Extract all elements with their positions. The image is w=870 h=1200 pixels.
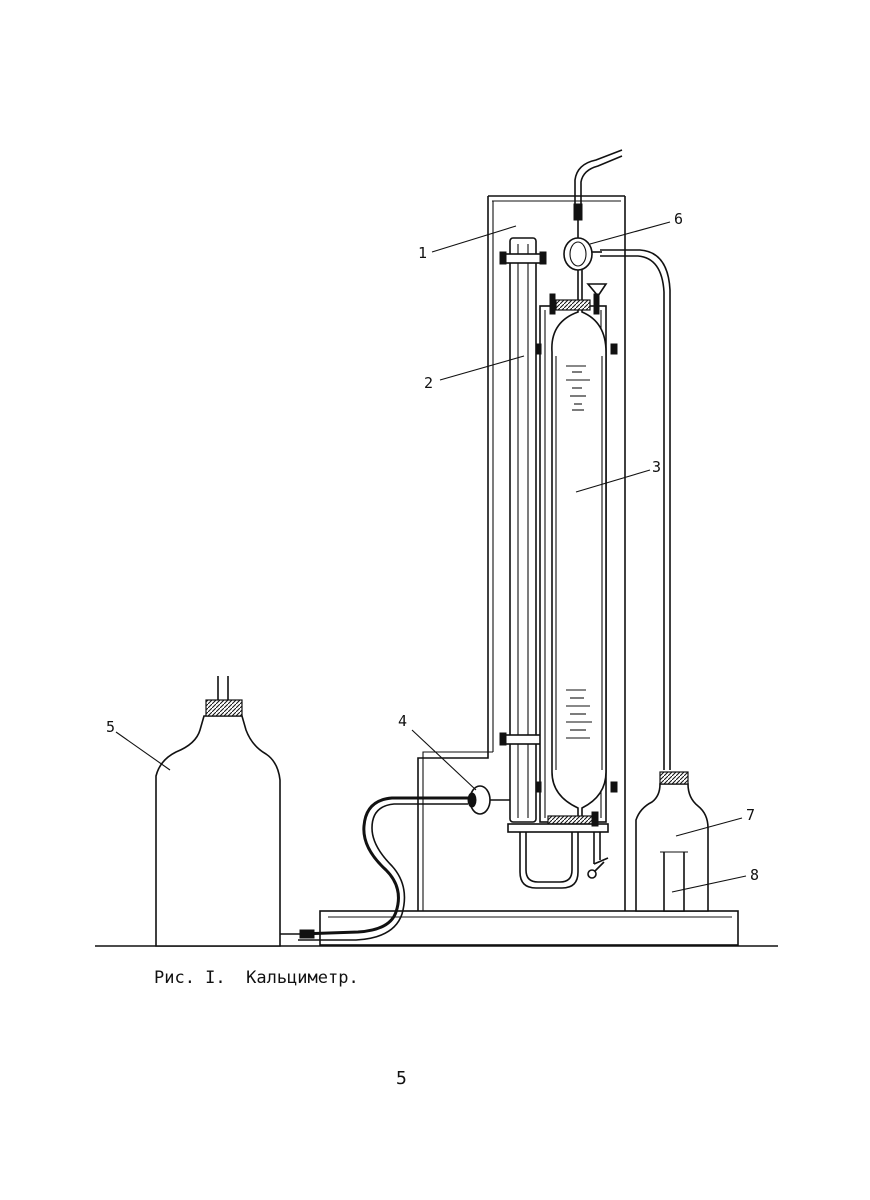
- callout-4: 4: [398, 712, 407, 730]
- base-plate: [319, 910, 739, 946]
- callout-7: 7: [746, 806, 755, 824]
- callout-3: 3: [652, 458, 661, 476]
- u-tube: [519, 832, 579, 889]
- drain-clamp: [587, 832, 609, 879]
- stopcock-6: [563, 237, 602, 271]
- callout-8: 8: [750, 866, 759, 884]
- figure-caption: Рис. I. Кальциметр.: [154, 968, 359, 988]
- top-tube: [573, 149, 623, 240]
- stopcock-4: [467, 785, 510, 815]
- stand-body: [417, 195, 626, 911]
- bottle-7: [635, 771, 709, 912]
- compensation-tube: [499, 237, 547, 823]
- callout-6: 6: [674, 210, 683, 228]
- callout-5: 5: [106, 718, 115, 736]
- page-number: 5: [396, 1068, 407, 1089]
- bottle-5: [155, 676, 281, 947]
- hose-to-bottle-5: [280, 796, 468, 941]
- callout-2: 2: [424, 374, 433, 392]
- callout-leaders: [115, 221, 747, 893]
- beaker-8: [660, 851, 688, 912]
- callout-1: 1: [418, 244, 427, 262]
- hose-to-bottle-7: [600, 249, 671, 770]
- measuring-burette: [507, 239, 618, 833]
